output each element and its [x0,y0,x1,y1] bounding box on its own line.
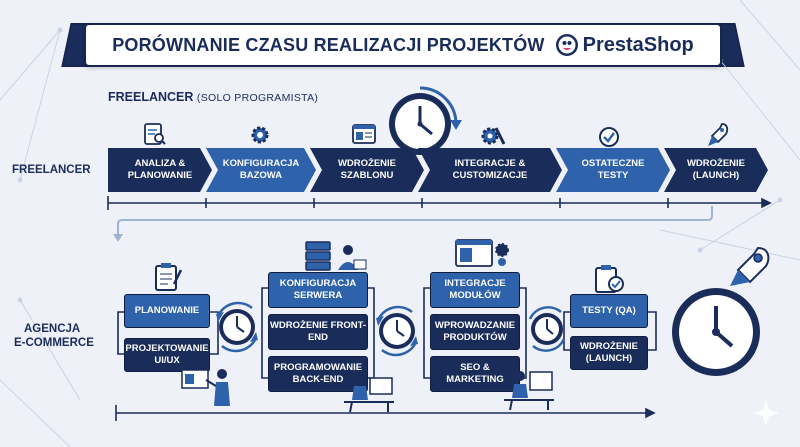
clipboard-icon [155,263,183,291]
large-clock-icon [389,86,462,155]
browser-gears-icon [455,239,509,267]
agency-label-line1: AGENCJA [24,323,81,335]
agency-produkty: WPROWADZANIE PRODUKTÓW [430,314,520,350]
large-clock-icon [672,288,760,376]
step-launch: WDROŻENIE (LAUNCH) [664,148,768,192]
agency-back-end: PROGRAMOWANIE BACK-END [268,356,368,392]
clock-icon [528,306,566,352]
step-label: WDROŻENIE SZABLONU [337,158,397,181]
prestashop-logo-icon [555,34,578,56]
developer-desk-illustration [344,373,394,413]
agency-planowanie: PLANOWANIE [124,294,210,328]
step-konfiguracja: KONFIGURACJA BAZOWA [206,148,316,192]
step-integracje: INTEGRACJE & CUSTOMIZACJE [418,148,562,192]
agency-seo: SEO & MARKETING [430,356,520,392]
rocket-icon [730,246,770,286]
server-user-icon [305,241,367,271]
step-label: OSTATECZNE TESTY [581,158,645,181]
subtitle-main: FREELANCER [108,90,194,104]
freelancer-row-label: FREELANCER [12,164,91,176]
brand: PrestaShop [555,33,694,57]
gear-icon [251,126,269,144]
agency-projektowanie: PROJEKTOWANIE UI/UX [124,338,210,372]
clock-icon [376,305,418,357]
step-label: KONFIGURACJA BAZOWA [222,158,300,181]
checkmark-badge-icon [599,127,619,147]
step-label: INTEGRACJE & CUSTOMIZACJE [452,158,528,181]
page-title: PORÓWNANIE CZASU REALIZACJI PROJEKTÓW [112,34,545,55]
template-window-icon [352,124,376,144]
step-szablon: WDROŻENIE SZABLONU [310,148,424,192]
agency-testy: TESTY (QA) [570,294,648,328]
freelancer-subtitle: FREELANCER (SOLO PROGRAMISTA) [108,90,318,104]
designer-person-illustration [181,369,230,406]
clipboard-check-icon [595,265,624,293]
marketer-desk-illustration [504,371,554,411]
brand-name: PrestaShop [582,33,694,56]
agency-integracje-modulow: INTEGRACJE MODUŁÓW [430,272,520,308]
step-testy: OSTATECZNE TESTY [556,148,670,192]
subtitle-note: (SOLO PROGRAMISTA) [196,92,319,104]
checklist-search-icon [144,123,166,145]
agency-label-line2: E-COMMERCE [14,337,94,349]
step-label: ANALIZA & PLANOWANIE [127,158,193,181]
rocket-icon [708,123,729,146]
gears-wrench-icon [481,127,506,145]
clock-icon [216,301,258,353]
agency-front-end: WDROŻENIE FRONT-END [268,314,368,350]
agency-launch: WDROŻENIE (LAUNCH) [570,336,648,370]
step-label: WDROŻENIE (LAUNCH) [686,158,746,181]
step-analiza: ANALIZA & PLANOWANIE [108,148,212,192]
agency-konfiguracja-serwera: KONFIGURACJA SERWERA [268,272,368,308]
title-banner: PORÓWNANIE CZASU REALIZACJI PROJEKTÓW Pr… [84,23,722,67]
agency-row-label: AGENCJA E-COMMERCE [14,322,94,350]
